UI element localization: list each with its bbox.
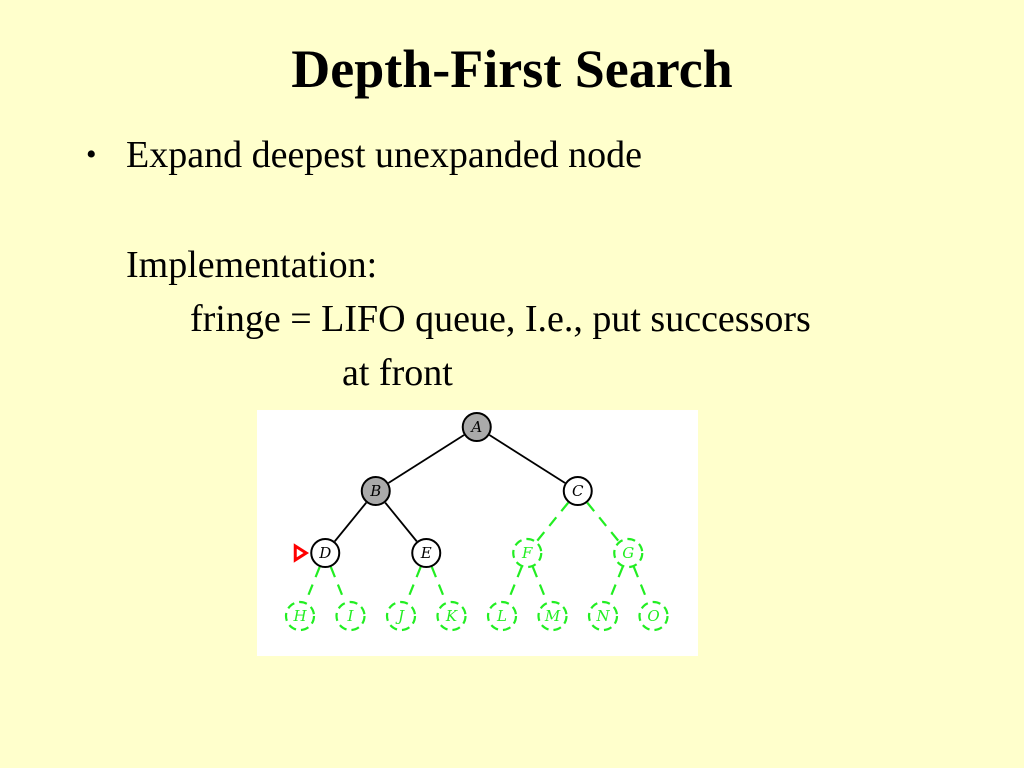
node-label-D: D — [318, 544, 331, 562]
node-label-E: E — [420, 544, 432, 562]
node-circle-O — [638, 600, 669, 632]
node-O: O — [638, 600, 669, 632]
search-tree-diagram: A B C D E F G H I J K L M N O — [257, 410, 698, 656]
edge-A-C — [488, 434, 566, 484]
edge-D-H — [304, 566, 321, 603]
node-label-J: J — [395, 607, 405, 625]
node-label-B: B — [369, 482, 381, 500]
node-label-L: L — [496, 607, 507, 625]
fringe-description: fringe = LIFO queue, I.e., put successor… — [190, 298, 811, 340]
edge-B-D — [334, 502, 367, 542]
edge-G-O — [632, 566, 649, 603]
node-circle-H — [284, 600, 316, 632]
node-label-M: M — [544, 607, 561, 625]
edge-F-M — [531, 566, 548, 603]
edge-C-G — [586, 501, 620, 543]
bullet-dot: • — [86, 138, 97, 171]
node-H: H — [284, 600, 316, 632]
node-circle-J — [385, 600, 417, 632]
search-tree-svg: A B C D E F G H I J K L M N O — [284, 412, 669, 632]
node-label-G: G — [622, 544, 634, 562]
node-label-K: K — [445, 607, 458, 625]
node-N: N — [587, 600, 619, 632]
current-node-marker-icon — [293, 543, 310, 563]
edge-E-J — [405, 566, 422, 603]
node-circle-L — [486, 600, 518, 632]
node-G: G — [613, 537, 644, 569]
fringe-description-continued: at front — [342, 352, 453, 394]
slide-title: Depth-First Search — [291, 39, 733, 99]
implementation-label: Implementation: — [126, 244, 378, 286]
node-label-I: I — [347, 607, 355, 625]
node-label-C: C — [572, 482, 584, 500]
node-E: E — [411, 538, 442, 568]
node-label-N: N — [595, 607, 610, 625]
node-I: I — [335, 600, 366, 632]
edge-F-L — [506, 566, 523, 603]
node-B: B — [360, 476, 391, 506]
edge-B-E — [384, 502, 418, 542]
node-circle-A — [461, 412, 492, 442]
node-L: L — [486, 600, 518, 632]
edge-G-N — [607, 566, 624, 603]
node-label-O: O — [647, 607, 659, 625]
node-circle-E — [411, 538, 442, 568]
node-circle-F — [512, 537, 543, 569]
node-circle-M — [537, 600, 568, 632]
node-J: J — [385, 600, 417, 632]
node-circle-N — [587, 600, 619, 632]
node-A: A — [461, 412, 492, 442]
node-circle-D — [310, 538, 341, 568]
node-label-H: H — [292, 607, 307, 625]
bullet-text-expand: Expand deepest unexpanded node — [126, 134, 642, 176]
node-C: C — [562, 476, 593, 506]
edge-E-K — [430, 566, 447, 603]
node-circle-I — [335, 600, 366, 632]
node-circle-K — [436, 600, 467, 632]
node-D: D — [310, 538, 341, 568]
edge-D-I — [329, 566, 346, 603]
edge-C-F — [535, 501, 570, 543]
node-circle-G — [613, 537, 644, 569]
node-label-A: A — [469, 418, 482, 436]
edge-A-B — [387, 434, 465, 484]
node-K: K — [436, 600, 467, 632]
node-circle-C — [562, 476, 593, 506]
node-circle-B — [360, 476, 391, 506]
node-label-F: F — [521, 544, 533, 562]
node-F: F — [512, 537, 543, 569]
node-M: M — [537, 600, 568, 632]
